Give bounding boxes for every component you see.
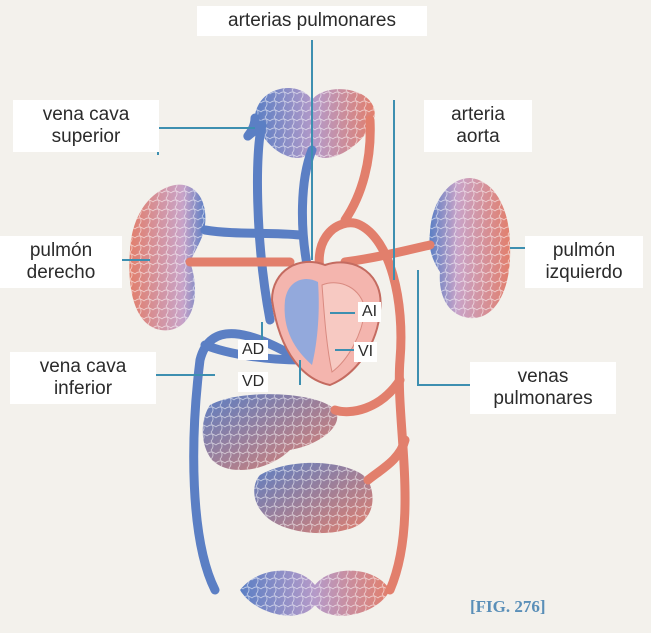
- label-line: pulmón: [8, 240, 114, 262]
- label-vena-cava-superior: vena cava superior: [13, 100, 159, 152]
- liver-capillaries: [203, 394, 338, 470]
- label-vd: VD: [238, 372, 268, 392]
- label-ad: AD: [238, 340, 268, 360]
- label-line: pulmonares: [478, 388, 608, 410]
- lower-body-capillaries: [240, 571, 390, 616]
- intestine-capillaries: [254, 463, 372, 533]
- label-venas-pulmonares: venas pulmonares: [470, 362, 616, 414]
- label-line: vena cava: [21, 104, 151, 126]
- right-pulmonary-artery: [205, 230, 300, 235]
- pulmonary-trunk-blue: [302, 150, 312, 270]
- label-line: pulmón: [533, 240, 635, 262]
- right-lung: [129, 185, 205, 331]
- label-line: vena cava: [18, 356, 148, 378]
- label-vena-cava-inferior: vena cava inferior: [10, 352, 156, 404]
- label-pulmon-izquierdo: pulmón izquierdo: [525, 236, 643, 288]
- label-line: izquierdo: [533, 262, 635, 284]
- left-lung: [429, 178, 510, 318]
- label-line: aorta: [432, 126, 524, 148]
- label-line: superior: [21, 126, 151, 148]
- label-arteria-aorta: arteria aorta: [424, 100, 532, 152]
- label-arterias-pulmonares: arterias pulmonares: [197, 6, 427, 36]
- label-line: inferior: [18, 378, 148, 400]
- label-text: arterias pulmonares: [228, 10, 396, 31]
- label-line: derecho: [8, 262, 114, 284]
- label-line: venas: [478, 366, 608, 388]
- superior-vena-cava: [257, 125, 270, 320]
- label-vi: VI: [354, 342, 377, 362]
- figure-reference: [FIG. 276]: [470, 597, 546, 617]
- label-pulmon-derecho: pulmón derecho: [0, 236, 122, 288]
- label-ai: AI: [358, 302, 381, 322]
- label-line: arteria: [432, 104, 524, 126]
- heart: [272, 262, 381, 385]
